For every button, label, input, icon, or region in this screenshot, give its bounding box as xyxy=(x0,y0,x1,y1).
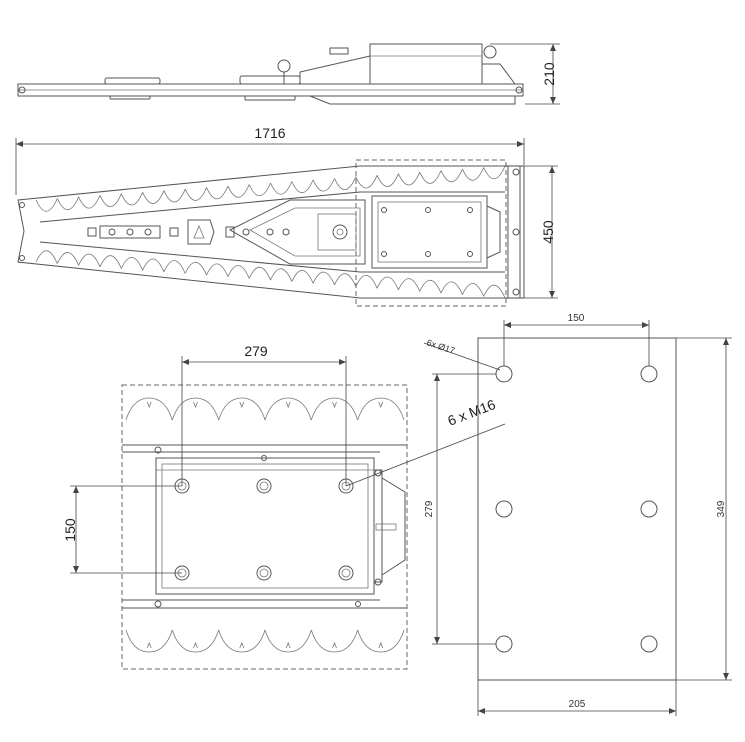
dim-plate-height-349: 349 xyxy=(716,500,727,517)
plate-holes xyxy=(495,365,658,653)
side-view: 210 xyxy=(17,43,560,105)
top-view: 1716 xyxy=(15,125,558,307)
detail-view: 279 150 6 x M16 xyxy=(62,343,506,670)
bolt-callout: 6 x M16 xyxy=(445,396,497,429)
dim-plate-y-279: 279 xyxy=(424,500,435,517)
dim-plate-width-205: 205 xyxy=(569,699,586,710)
bolt-pattern xyxy=(174,478,354,581)
hole-callout: 6x Ø17 xyxy=(425,337,456,355)
plate-view: 150 279 205 349 6x Ø17 xyxy=(423,313,732,716)
dim-bolt-y-150: 150 xyxy=(62,518,78,542)
dim-width-450: 450 xyxy=(540,220,556,244)
dim-length-1716: 1716 xyxy=(254,125,285,141)
dim-plate-x-150: 150 xyxy=(568,313,585,324)
dim-height-210: 210 xyxy=(541,62,557,86)
dim-bolt-x-279: 279 xyxy=(244,343,268,359)
